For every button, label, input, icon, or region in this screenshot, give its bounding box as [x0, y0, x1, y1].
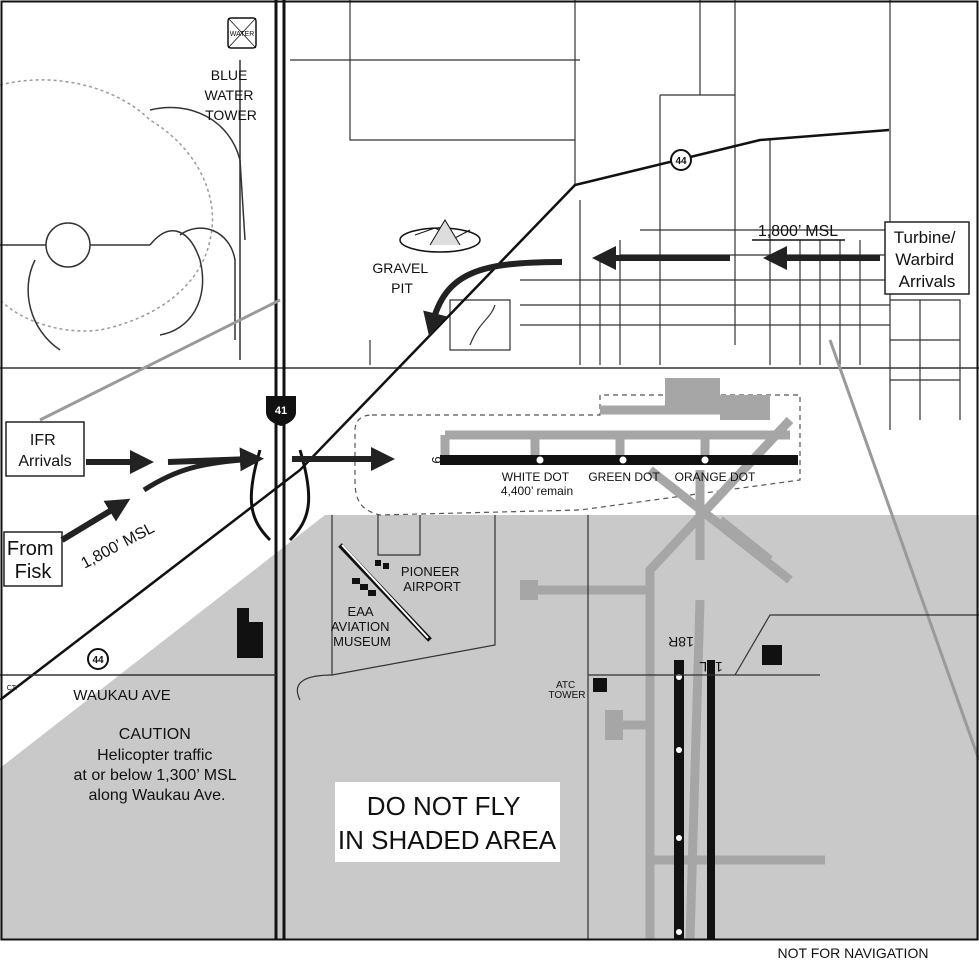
- north-apron: [720, 395, 770, 420]
- turbine-arrivals-label-2: Warbird: [895, 250, 954, 269]
- residential-area: [0, 60, 246, 360]
- from-fisk-label-1: From: [7, 538, 54, 560]
- museum-buildings: [237, 560, 782, 692]
- svg-text:ATC TOWER: ATC TOWER: [548, 680, 585, 701]
- svg-text:DO NOT FLY IN SHADED AREA: DO NOT FLY IN SHADED AREA: [338, 791, 557, 855]
- gravel-pit-label-2: PIT: [391, 280, 413, 296]
- arrival-route-arrows: [60, 246, 880, 543]
- route-44-label-north: 44: [675, 156, 687, 167]
- ifr-arrivals-label-2: Arrivals: [18, 453, 71, 470]
- pioneer-airport-label-2: AIRPORT: [403, 579, 461, 594]
- svg-text:Turbine/ Warbird Arriv: Turbine/ Warbird Arrivals: [894, 228, 960, 291]
- ifr-arrivals-box: [5, 421, 85, 477]
- from-fisk-label-2: Fisk: [15, 561, 53, 583]
- svg-text:BLUE WATER TOWER: BLUE WATER TOWER: [205, 67, 258, 123]
- blue-water-tower-label-3: TOWER: [205, 107, 257, 123]
- orange-dot-label: ORANGE DOT: [675, 470, 756, 484]
- blue-water-tower-label-2: WATER: [205, 87, 254, 103]
- route-41-shield: 41: [266, 396, 296, 426]
- white-dot-remain-label: 4,400’ remain: [501, 484, 573, 498]
- pioneer-airport-area: [296, 515, 979, 940]
- runway-18l-label: 18L: [699, 659, 723, 675]
- white-dot-label: WHITE DOT: [502, 470, 570, 484]
- pioneer-airport-label-1: PIONEER: [401, 564, 460, 579]
- svg-text:IFR Arrivals: IFR Arrivals: [18, 432, 71, 470]
- route-44-label-south: 44: [92, 655, 104, 666]
- runway-18r-dot-3: [676, 835, 682, 841]
- fisk-arrow-1: [60, 498, 131, 543]
- white-dot-marker: [536, 456, 544, 464]
- do-not-fly-box: [335, 782, 560, 862]
- turbine-arrivals-label-1: Turbine/: [894, 228, 956, 247]
- do-not-fly-line-1: DO NOT FLY: [367, 791, 520, 821]
- runway-27-label: 27: [755, 455, 764, 464]
- runway-9-label: 9: [429, 456, 444, 463]
- atc-tower-label-1: ATC: [556, 680, 575, 691]
- route-44-shield-north: 44: [670, 149, 692, 171]
- ct-label: CT.: [7, 685, 18, 692]
- water-tower-icon: WATER: [227, 17, 257, 49]
- map-frame: [0, 0, 979, 941]
- runway-18r-label: 18R: [668, 634, 694, 650]
- southwest-apron: [605, 710, 623, 740]
- route-41-label: 41: [275, 405, 287, 417]
- highway-41: [249, 0, 311, 940]
- do-not-fly-line-2: IN SHADED AREA: [338, 825, 557, 855]
- not-for-navigation-label: NOT FOR NAVIGATION: [778, 945, 929, 961]
- terminal-apron: [665, 378, 720, 408]
- gravel-pit-icon: [399, 219, 481, 253]
- atc-tower-label-2: TOWER: [548, 690, 585, 701]
- green-dot-label: GREEN DOT: [588, 470, 660, 484]
- from-fisk-box: [3, 531, 63, 587]
- runway-18l: [707, 660, 715, 940]
- runway-18r: [674, 660, 684, 940]
- eaa-museum-label-3: MUSEUM: [333, 634, 391, 649]
- runway-18r-dot-2: [676, 747, 682, 753]
- svg-text:CAUTION Helicopter traffic: CAUTION Helicopter traffic at or below 1…: [74, 726, 241, 804]
- green-dot-marker: [619, 456, 627, 464]
- caution-line-3: along Waukau Ave.: [89, 787, 226, 804]
- turbine-arrivals-box: [884, 221, 970, 295]
- route-44-shield-south: 44: [87, 648, 109, 670]
- svg-text:WHITE DOT 4,400’ remain: WHITE DOT 4,400’ remain: [501, 470, 573, 498]
- waukau-ave-label: WAUKAU AVE: [73, 687, 171, 704]
- eaa-museum-label-2: AVIATION: [331, 619, 390, 634]
- orange-dot-marker: [701, 456, 709, 464]
- svg-text:GRAVEL PIT: GRAVEL PIT: [372, 260, 431, 296]
- svg-text:From Fisk: From Fisk: [7, 538, 59, 583]
- altitude-north-label: 1,800’ MSL: [758, 223, 838, 240]
- caution-line-2: at or below 1,300’ MSL: [74, 767, 237, 784]
- turbine-arrivals-label-3: Arrivals: [899, 272, 956, 291]
- svg-text:PIONEER AIRPORT: PIONEER AIRPORT: [401, 564, 463, 594]
- caution-heading: CAUTION: [119, 726, 191, 743]
- eaa-museum-label-1: EAA: [348, 604, 374, 619]
- highway-44: [0, 128, 890, 701]
- fisk-merge-curve: [142, 456, 259, 493]
- water-tank-label: WATER: [230, 31, 255, 38]
- street-grid: [290, 0, 961, 430]
- west-apron: [520, 580, 538, 600]
- gravel-pit-label-1: GRAVEL: [372, 260, 428, 276]
- runway-18r-dot-4: [676, 929, 682, 935]
- svg-text:EAA AVIATION MUSEUM: EAA AVIATION MUSEUM: [331, 604, 393, 649]
- blue-water-tower-label-1: BLUE: [211, 67, 248, 83]
- caution-line-1: Helicopter traffic: [97, 747, 212, 764]
- runway-9-27: [440, 455, 798, 465]
- ifr-arrivals-label-1: IFR: [30, 432, 56, 449]
- railroad: [39, 298, 979, 761]
- turbine-arrow-3: [423, 259, 563, 337]
